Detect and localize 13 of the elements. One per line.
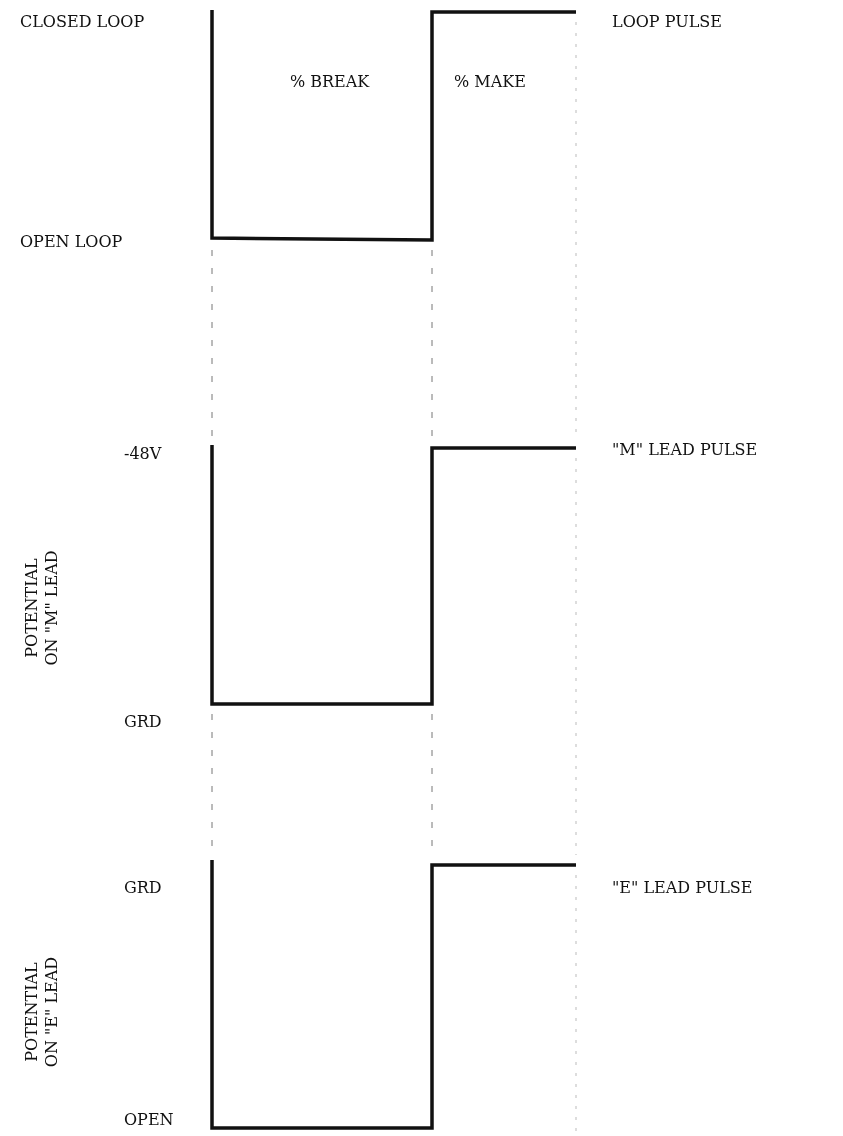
axis-label: POTENTIAL ON "E" LEAD [22, 955, 62, 1070]
signal-label: CLOSED LOOP [20, 12, 145, 32]
signal-label: -48V [124, 444, 162, 464]
signal-label: LOOP PULSE [612, 12, 722, 32]
signal-label: OPEN [124, 1110, 174, 1130]
signal-label: "M" LEAD PULSE [612, 440, 758, 460]
signal-label: % MAKE [454, 72, 526, 92]
signal-label: % BREAK [290, 72, 370, 92]
axis-label: POTENTIAL ON "M" LEAD [22, 549, 62, 668]
signal-label: GRD [124, 712, 162, 732]
signal-label: GRD [124, 878, 162, 898]
signal-label: OPEN LOOP [20, 232, 123, 252]
signal-label: "E" LEAD PULSE [612, 878, 753, 898]
